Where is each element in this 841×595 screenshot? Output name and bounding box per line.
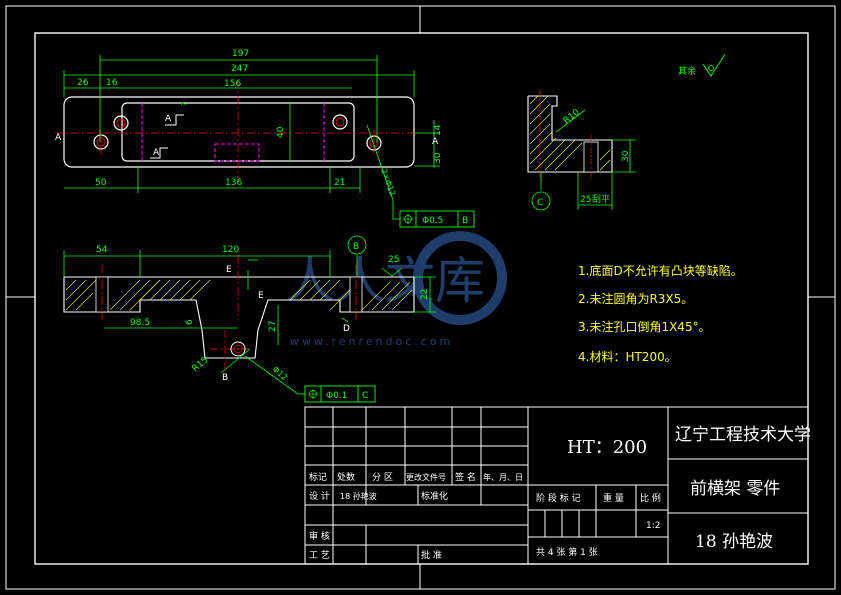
front-hole-12: Φ12 [271, 365, 289, 382]
roughness-label: 其余 [678, 65, 696, 77]
section-mark-a-right: A [432, 137, 439, 147]
side-flat-note: 刮平 [592, 193, 610, 205]
watermark-logo: 人人文库 [285, 252, 485, 310]
tb-standardize: 标准化 [421, 490, 448, 502]
side-outline [527, 95, 613, 173]
title-block [304, 406, 809, 565]
side-r10: R10 [562, 107, 582, 126]
dim-247: 247 [231, 64, 248, 74]
tb-drawing-no: 18 孙艳波 [695, 532, 773, 552]
note-2: 2.未注圆角为R3X5。 [578, 291, 693, 306]
front-mark-e2: E [258, 291, 264, 301]
plan-outline [63, 96, 415, 168]
front-outline [63, 276, 415, 359]
front-tol-ref: C [362, 391, 368, 401]
dim-7: 7 [180, 102, 188, 106]
dim-14: 14 [433, 124, 443, 136]
dim-30: 30 [433, 152, 443, 164]
plan-hole-marks [96, 117, 379, 148]
roughness-symbol: 其余 [678, 53, 726, 77]
tb-ratio-value: 1:2 [646, 521, 660, 531]
tb-hdr-docno: 更改文件号 [406, 472, 446, 482]
front-mark-d: D [343, 324, 350, 334]
side-dim-25: 25 [580, 195, 591, 205]
front-dim-27: 27 [268, 321, 278, 332]
tb-review: 审 核 [309, 530, 330, 542]
front-dim-54: 54 [96, 245, 108, 255]
tb-stage-mark: 阶 段 标 记 [536, 492, 581, 504]
tb-hdr-date: 年、月、日 [483, 472, 523, 482]
front-mark-b-low: B [222, 373, 228, 383]
dim-40: 40 [276, 126, 286, 138]
dim-50: 50 [95, 178, 107, 188]
tb-ratio-label: 比 例 [640, 492, 661, 504]
plan-tol-ref: B [462, 216, 468, 226]
tb-hdr-mark: 标记 [309, 471, 327, 483]
plan-section-step [150, 114, 184, 159]
tb-part-name: 前横架 零件 [690, 479, 780, 499]
plan-tolerance-frame: Φ0.5 B [399, 210, 475, 228]
watermark-url: www.renrendoc.com [290, 335, 453, 348]
tb-designer: 18 孙艳波 [340, 491, 377, 501]
tb-material: HT：200 [567, 437, 647, 458]
note-1: 1.底面D不允许有凸块等缺陷。 [578, 263, 743, 278]
dim-197: 197 [232, 49, 249, 59]
plan-dimension-lines [63, 55, 440, 220]
roughness-check-icon [702, 53, 726, 77]
technical-notes: 1.底面D不允许有凸块等缺陷。 2.未注圆角为R3X5。 3.未注孔口倒角1X4… [578, 263, 743, 364]
tb-process: 工 艺 [309, 550, 330, 561]
front-dim-98-5: 98.5 [130, 318, 150, 328]
front-tol-value: Φ0.1 [326, 391, 347, 401]
front-mark-e1: E [226, 265, 232, 275]
dim-136: 136 [225, 178, 242, 188]
dim-16: 16 [106, 78, 118, 88]
plan-view: 197 247 26 16 156 50 136 21 40 7 14 30 2… [55, 49, 475, 228]
side-datum-c: C [537, 198, 543, 208]
tb-sheets: 共 4 张 第 1 张 [536, 546, 598, 558]
dim-26: 26 [77, 78, 89, 88]
side-view: R10 30 25 刮平 C [527, 90, 636, 211]
front-dim-25: 25 [388, 255, 399, 265]
note-3: 3.未注孔口倒角1X45°。 [578, 319, 711, 334]
tb-row-design: 设 计 [309, 490, 330, 502]
watermark: 人人文库 www.renrendoc.com [285, 231, 507, 348]
dim-156: 156 [224, 79, 241, 89]
front-view: 54 120 25 22 98.5 6 27 R15 Φ12 E E B D B… [63, 235, 436, 403]
front-dim-120: 120 [222, 245, 239, 255]
tb-hdr-zone: 分 区 [372, 472, 393, 483]
section-mark-a-inner-2: A [153, 148, 160, 158]
section-mark-a-left: A [55, 133, 62, 143]
dim-21: 21 [334, 178, 345, 188]
front-hatch [65, 279, 413, 311]
front-datum-b: B [353, 242, 359, 252]
tb-hdr-count: 处数 [337, 471, 355, 483]
plan-centerlines [55, 80, 425, 185]
front-tolerance-frame: Φ0.1 C [304, 385, 376, 403]
dim-hole-2x12: 2×Φ12 [379, 168, 397, 198]
tb-hdr-sign: 签 名 [455, 471, 476, 483]
tb-university: 辽宁工程技术大学 [675, 425, 811, 445]
section-mark-a-inner-1: A [165, 114, 172, 124]
tb-approve: 批 准 [421, 549, 442, 561]
note-4: 4.材料：HT200。 [578, 350, 677, 364]
side-dim-30: 30 [621, 150, 631, 162]
tb-weight: 重 量 [603, 492, 624, 504]
front-dim-22: 22 [420, 289, 430, 300]
front-dim-6: 6 [185, 319, 195, 325]
plan-hidden-lines [141, 103, 325, 162]
plan-tol-value: Φ0.5 [422, 216, 443, 226]
